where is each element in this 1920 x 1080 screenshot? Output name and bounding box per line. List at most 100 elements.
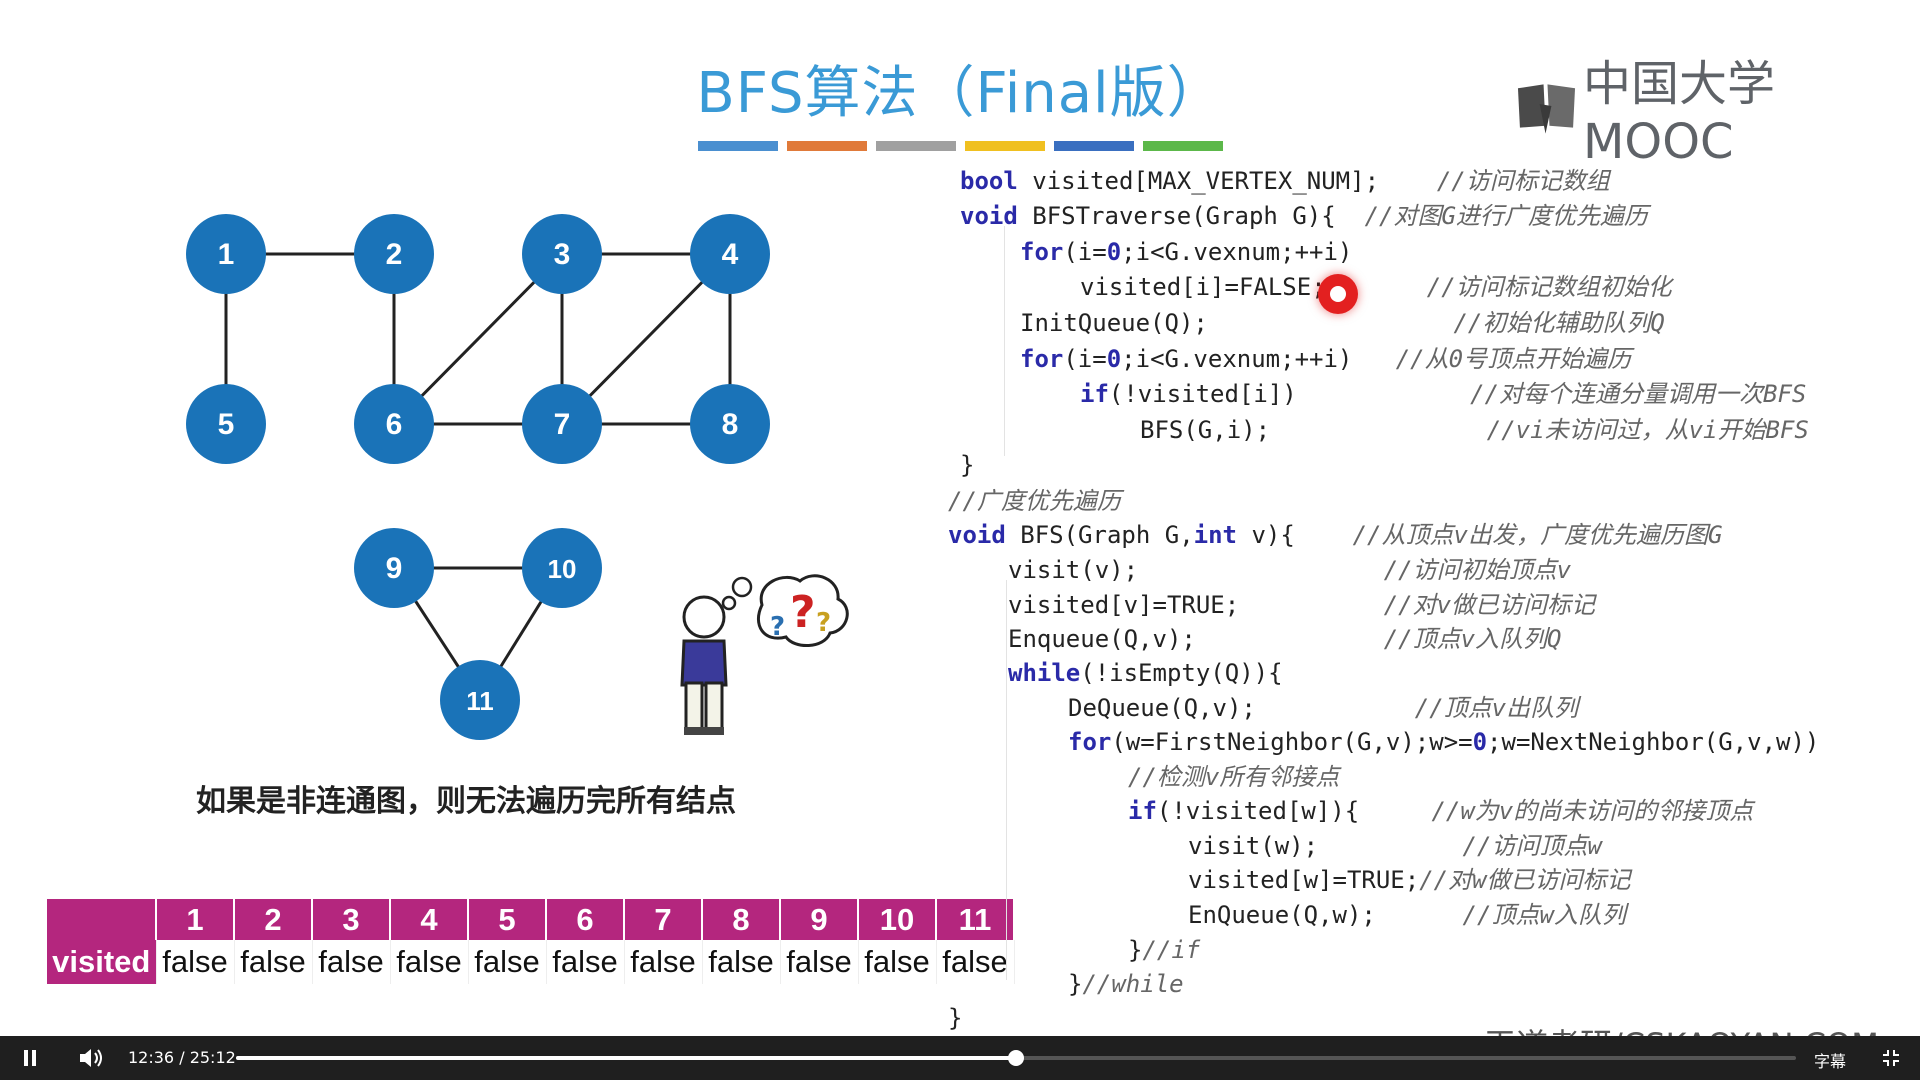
code-text: visited[MAX_VERTEX_NUM];	[1017, 167, 1437, 195]
code-text: (i=	[1063, 238, 1107, 266]
volume-button[interactable]	[74, 1036, 108, 1080]
graph-node-4: 4	[690, 214, 770, 294]
playback-time: 12:36 / 25:12	[128, 1048, 236, 1067]
graph-node-8: 8	[690, 384, 770, 464]
code-text: visit(v);	[1008, 556, 1384, 584]
visited-value-5: false	[468, 940, 547, 984]
code-comment: //顶点w入队列	[1462, 901, 1626, 929]
slide-title: BFS算法（Final版）	[696, 61, 1224, 126]
pause-button[interactable]	[14, 1036, 46, 1080]
code-comment: //对v做已访问标记	[1383, 591, 1596, 619]
graph-node-2: 2	[354, 214, 434, 294]
progress-handle[interactable]	[1008, 1050, 1024, 1066]
visited-header-9: 9	[780, 899, 859, 940]
visited-value-1: false	[156, 940, 235, 984]
graph-node-label: 3	[554, 238, 571, 271]
accent-bars	[698, 141, 1223, 151]
code-keyword: void	[948, 521, 1006, 549]
code-comment: //对每个连通分量调用一次BFS	[1470, 380, 1807, 408]
code-comment: //从顶点v出发，广度优先遍历图G	[1352, 521, 1723, 549]
visited-value-7: false	[624, 940, 703, 984]
visited-value-6: false	[546, 940, 625, 984]
code-keyword: for	[1020, 238, 1064, 266]
visited-header-2: 2	[234, 899, 313, 940]
code-comment: //while	[1082, 970, 1184, 998]
code-text: (!visited[w]){	[1156, 797, 1432, 825]
code-comment: //检测v所有邻接点	[1128, 763, 1340, 791]
indent-guide	[1004, 226, 1005, 456]
code-line: visited[v]=TRUE; //对v做已访问标记	[1008, 590, 1595, 620]
code-text: }	[960, 451, 975, 479]
visited-value-2: false	[234, 940, 313, 984]
progress-track[interactable]	[236, 1050, 1796, 1066]
disconnected-graph-caption: 如果是非连通图，则无法遍历完所有结点	[196, 784, 736, 819]
code-line: }	[960, 450, 974, 480]
visited-table-corner	[47, 899, 157, 940]
graph-node-1: 1	[186, 214, 266, 294]
time-separator: /	[179, 1048, 185, 1067]
code-line: EnQueue(Q,w); //顶点w入队列	[1188, 900, 1626, 930]
code-keyword: bool	[960, 167, 1018, 195]
code-line: void BFSTraverse(Graph G){ //对图G进行广度优先遍历	[960, 201, 1648, 231]
code-keyword: int	[1193, 521, 1237, 549]
code-text: ;i<G.vexnum;++i)	[1121, 238, 1353, 266]
code-text: }	[1128, 936, 1143, 964]
code-text: (i=	[1063, 345, 1107, 373]
graph-node-circle	[522, 384, 602, 464]
visited-header-4: 4	[390, 899, 469, 940]
visited-header-10: 10	[858, 899, 937, 940]
mooc-book-icon	[1517, 84, 1576, 134]
pause-icon	[24, 1050, 36, 1066]
accent-bar	[1143, 141, 1223, 151]
code-comment: //访问初始顶点v	[1383, 556, 1572, 584]
accent-bar	[1054, 141, 1134, 151]
graph-node-label: 10	[548, 554, 577, 584]
graph-node-6: 6	[354, 384, 434, 464]
graph-node-10: 10	[522, 528, 602, 608]
code-keyword: if	[1128, 797, 1157, 825]
code-comment: //访问顶点w	[1462, 832, 1602, 860]
code-line: //检测v所有邻接点	[1128, 762, 1339, 792]
code-keyword: while	[1008, 659, 1081, 687]
code-text: BFS(G,i);	[1140, 416, 1487, 444]
code-line: //广度优先遍历	[948, 486, 1121, 516]
code-text: visit(w);	[1188, 832, 1463, 860]
visited-value-10: false	[858, 940, 937, 984]
visited-header-11: 11	[936, 899, 1015, 940]
code-text: visited[w]=TRUE;	[1188, 866, 1420, 894]
exit-fullscreen-button[interactable]	[1876, 1036, 1906, 1080]
code-keyword: if	[1080, 380, 1109, 408]
graph-node-label: 6	[386, 408, 403, 441]
code-line: while(!isEmpty(Q)){	[1008, 658, 1283, 688]
subtitles-button[interactable]: 字幕	[1814, 1052, 1847, 1071]
graph-node-7: 7	[522, 384, 602, 464]
code-text: InitQueue(Q);	[1020, 309, 1454, 337]
code-line: }	[948, 1003, 962, 1033]
code-text: visited[i]=FALSE;	[1080, 273, 1427, 301]
graph-node-3: 3	[522, 214, 602, 294]
code-line: bool visited[MAX_VERTEX_NUM]; //访问标记数组	[960, 166, 1610, 196]
graph-node-circle	[354, 214, 434, 294]
code-comment: //访问标记数组	[1436, 167, 1610, 195]
code-line: visit(w); //访问顶点w	[1188, 831, 1602, 861]
graph-node-9: 9	[354, 528, 434, 608]
code-line: visited[w]=TRUE;//对w做已访问标记	[1188, 865, 1631, 895]
confused-person-illustration: ? ? ?	[680, 574, 849, 735]
code-keyword: for	[1020, 345, 1064, 373]
graph-node-circle	[522, 214, 602, 294]
code-keyword: void	[960, 202, 1018, 230]
accent-bar	[698, 141, 778, 151]
graph-node-circle	[522, 528, 602, 608]
code-comment: //初始化辅助队列Q	[1453, 309, 1665, 337]
code-line: for(i=0;i<G.vexnum;++i) //从0号顶点开始遍历	[1020, 344, 1631, 374]
code-comment: //从0号顶点开始遍历	[1395, 345, 1632, 373]
code-comment: //w为v的尚未访问的邻接顶点	[1431, 797, 1754, 825]
code-comment: //if	[1142, 936, 1201, 964]
code-line: if(!visited[w]){ //w为v的尚未访问的邻接顶点	[1128, 796, 1753, 826]
graph-node-label: 2	[386, 238, 403, 271]
video-control-bar: 12:36 / 25:12 字幕	[0, 1036, 1920, 1080]
code-comment: //vi未访问过，从vi开始BFS	[1486, 416, 1809, 444]
visited-header-3: 3	[312, 899, 391, 940]
code-line: InitQueue(Q); //初始化辅助队列Q	[1020, 308, 1665, 338]
